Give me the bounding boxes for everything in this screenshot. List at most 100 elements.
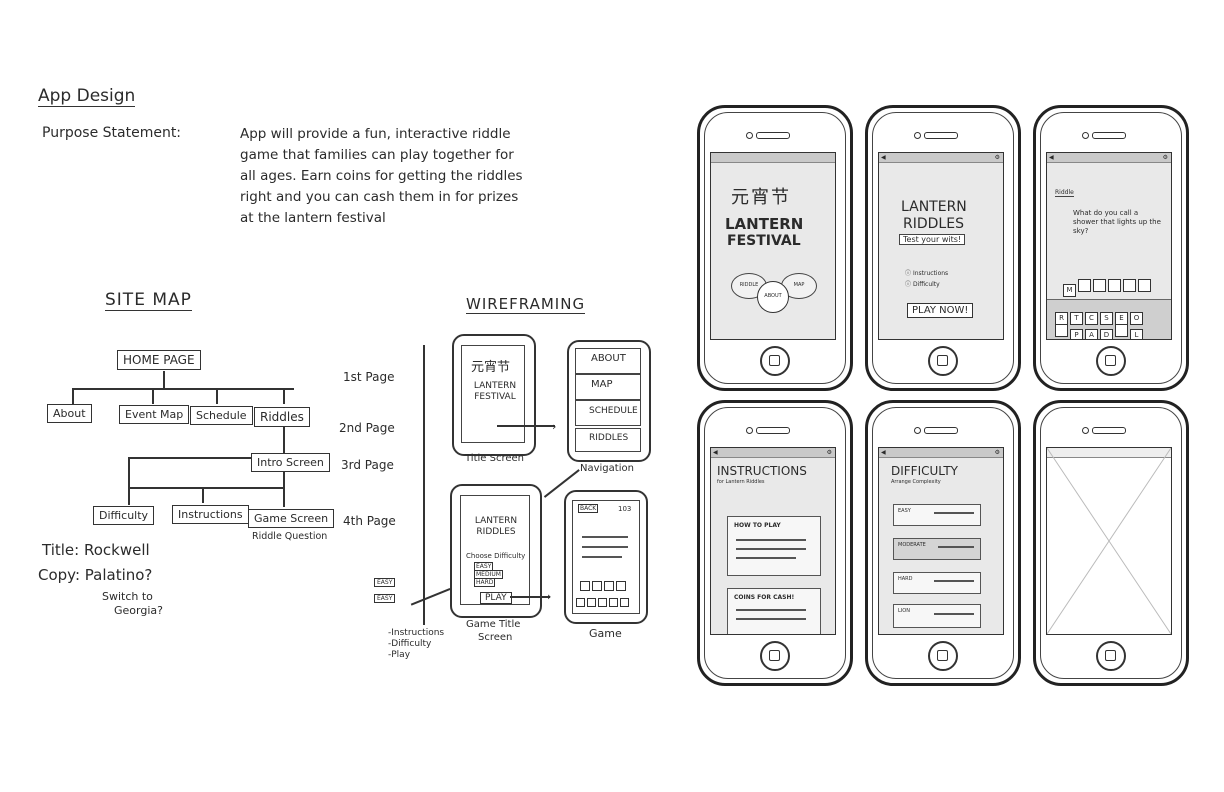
home-button[interactable]: [1096, 641, 1126, 671]
phone-screen: ◀⚙ Riddle What do you call a shower that…: [1046, 152, 1172, 340]
settings-icon[interactable]: ⚙: [1162, 154, 1168, 161]
phone-mockup-placeholder: [1033, 400, 1189, 686]
font-switch-note-2: Georgia?: [114, 604, 163, 617]
caption-game: Game: [589, 627, 622, 640]
side-label-1: EASY: [374, 578, 396, 587]
difficulty-option-label: HARD: [898, 576, 913, 582]
info-icon: ⓘ: [905, 270, 912, 277]
play-now-button[interactable]: PLAY NOW!: [907, 303, 974, 318]
settings-icon[interactable]: ⚙: [994, 449, 1000, 456]
arrow-right-icon: ›: [552, 420, 557, 433]
difficulty-option-label: MODERATE: [898, 542, 926, 548]
title-lantern: LANTERN: [725, 215, 804, 233]
back-arrow-icon[interactable]: ◀: [881, 154, 886, 161]
purpose-line: game that families can play together for: [240, 147, 514, 163]
letter-key[interactable]: L: [1130, 329, 1143, 339]
answer-tile[interactable]: [1093, 279, 1106, 292]
difficulty-option[interactable]: HARD: [893, 572, 981, 594]
wireframing-heading: WIREFRAMING: [466, 295, 586, 314]
back-arrow-icon[interactable]: ◀: [713, 449, 718, 456]
difficulty-option[interactable]: LION: [893, 604, 981, 628]
phone-screen-placeholder: [1046, 447, 1172, 635]
home-button[interactable]: [760, 346, 790, 376]
difficulty-subtitle: Arrange Complexity: [891, 479, 941, 485]
sitemap-riddles: Riddles: [254, 407, 310, 427]
settings-icon[interactable]: ⚙: [826, 449, 832, 456]
list-instructions: -Instructions: [388, 628, 445, 638]
sketch-game-title-screen: LANTERN RIDDLES Choose Difficulty EASY M…: [450, 484, 542, 618]
purpose-line: App will provide a fun, interactive ridd…: [240, 126, 511, 142]
letter-key[interactable]: O: [1130, 312, 1143, 325]
font-copy-note: Copy: Palatino?: [38, 566, 153, 584]
letter-key[interactable]: T: [1070, 312, 1083, 325]
purpose-line: all ages. Earn coins for getting the rid…: [240, 168, 523, 184]
difficulty-option[interactable]: MODERATE: [893, 538, 981, 560]
phone-mockup-difficulty: ◀⚙ DIFFICULTY Arrange Complexity EASY MO…: [865, 400, 1021, 686]
site-map-heading: SITE MAP: [105, 290, 192, 311]
phone-mockup-instructions: ◀⚙ INSTRUCTIONS for Lantern Riddles HOW …: [697, 400, 853, 686]
sitemap-riddle-question: Riddle Question: [252, 531, 328, 542]
font-switch-note-1: Switch to: [102, 590, 153, 603]
option-instructions[interactable]: ⓘ Instructions: [905, 268, 948, 277]
title-festival: FESTIVAL: [727, 233, 801, 249]
phone-mockup-riddle-game: ◀⚙ Riddle What do you call a shower that…: [1033, 105, 1189, 391]
nav-item-about: ABOUT: [591, 353, 626, 364]
font-title-note: Title: Rockwell: [42, 541, 150, 559]
home-button[interactable]: [928, 641, 958, 671]
letter-key[interactable]: P: [1070, 329, 1083, 339]
page-label-1: 1st Page: [343, 370, 395, 384]
sketch-game-title-text: LANTERN RIDDLES: [474, 516, 518, 537]
how-to-play-card: HOW TO PLAY: [727, 516, 821, 576]
home-button[interactable]: [928, 346, 958, 376]
phone-screen: 元宵节 LANTERN FESTIVAL RIDDLE MAP ABOUT: [710, 152, 836, 340]
coins-for-cash-card: COINS FOR CASH!: [727, 588, 821, 634]
letter-key[interactable]: C: [1085, 312, 1098, 325]
answer-tile[interactable]: [1078, 279, 1091, 292]
answer-tile[interactable]: [1108, 279, 1121, 292]
answer-tiles: M: [1063, 277, 1153, 297]
nav-item-schedule: SCHEDULE: [589, 406, 638, 416]
sitemap-about: About: [47, 404, 92, 423]
sitemap-difficulty: Difficulty: [93, 506, 155, 525]
sketch-title-screen: 元宵节 LANTERN FESTIVAL: [452, 334, 536, 456]
difficulty-option-label: LION: [898, 608, 910, 614]
home-button[interactable]: [1096, 346, 1126, 376]
option-difficulty[interactable]: ⓘ Difficulty: [905, 279, 940, 288]
phone-mockup-title: 元宵节 LANTERN FESTIVAL RIDDLE MAP ABOUT: [697, 105, 853, 391]
letter-key[interactable]: [1115, 324, 1128, 337]
nav-item-riddles: RIDDLES: [589, 433, 629, 443]
sitemap-intro-screen: Intro Screen: [251, 453, 330, 472]
settings-icon[interactable]: ⚙: [994, 154, 1000, 161]
home-button[interactable]: [760, 641, 790, 671]
sketch-title-text: LANTERN FESTIVAL: [473, 381, 517, 402]
answer-tile[interactable]: M: [1063, 284, 1076, 297]
list-play: -Play: [388, 650, 411, 660]
how-to-play-label: HOW TO PLAY: [734, 522, 781, 529]
caption-game-title-1: Game Title: [466, 619, 521, 630]
letter-key[interactable]: E: [1115, 312, 1128, 325]
phone-mockup-riddles-intro: ◀⚙ LANTERN RIDDLES Test your wits! ⓘ Ins…: [865, 105, 1021, 391]
back-arrow-icon[interactable]: ◀: [881, 449, 886, 456]
answer-tile[interactable]: [1138, 279, 1151, 292]
menu-circle-about[interactable]: ABOUT: [757, 281, 789, 313]
purpose-line: right and you can cash them in for prize…: [240, 189, 519, 205]
coins-for-cash-label: COINS FOR CASH!: [734, 594, 795, 601]
letter-key[interactable]: S: [1100, 312, 1113, 325]
title-chars: 元宵节: [731, 187, 791, 208]
letter-key[interactable]: A: [1085, 329, 1098, 339]
sitemap-game-screen: Game Screen: [248, 509, 335, 528]
riddles-title-2: RIDDLES: [903, 216, 964, 232]
difficulty-option[interactable]: EASY: [893, 504, 981, 526]
sketch-game: BACK 103: [564, 490, 648, 624]
letter-key[interactable]: [1055, 324, 1068, 337]
sketch-title-chars: 元宵节: [471, 360, 511, 375]
list-difficulty: -Difficulty: [388, 639, 432, 649]
answer-tile[interactable]: [1123, 279, 1136, 292]
sketch-game-score: 103: [618, 505, 632, 513]
back-arrow-icon[interactable]: ◀: [1049, 154, 1054, 161]
sitemap-event-map: Event Map: [119, 405, 190, 424]
letter-key[interactable]: D: [1100, 329, 1113, 339]
info-icon: ⓘ: [905, 281, 912, 288]
riddles-title-1: LANTERN: [901, 199, 967, 215]
